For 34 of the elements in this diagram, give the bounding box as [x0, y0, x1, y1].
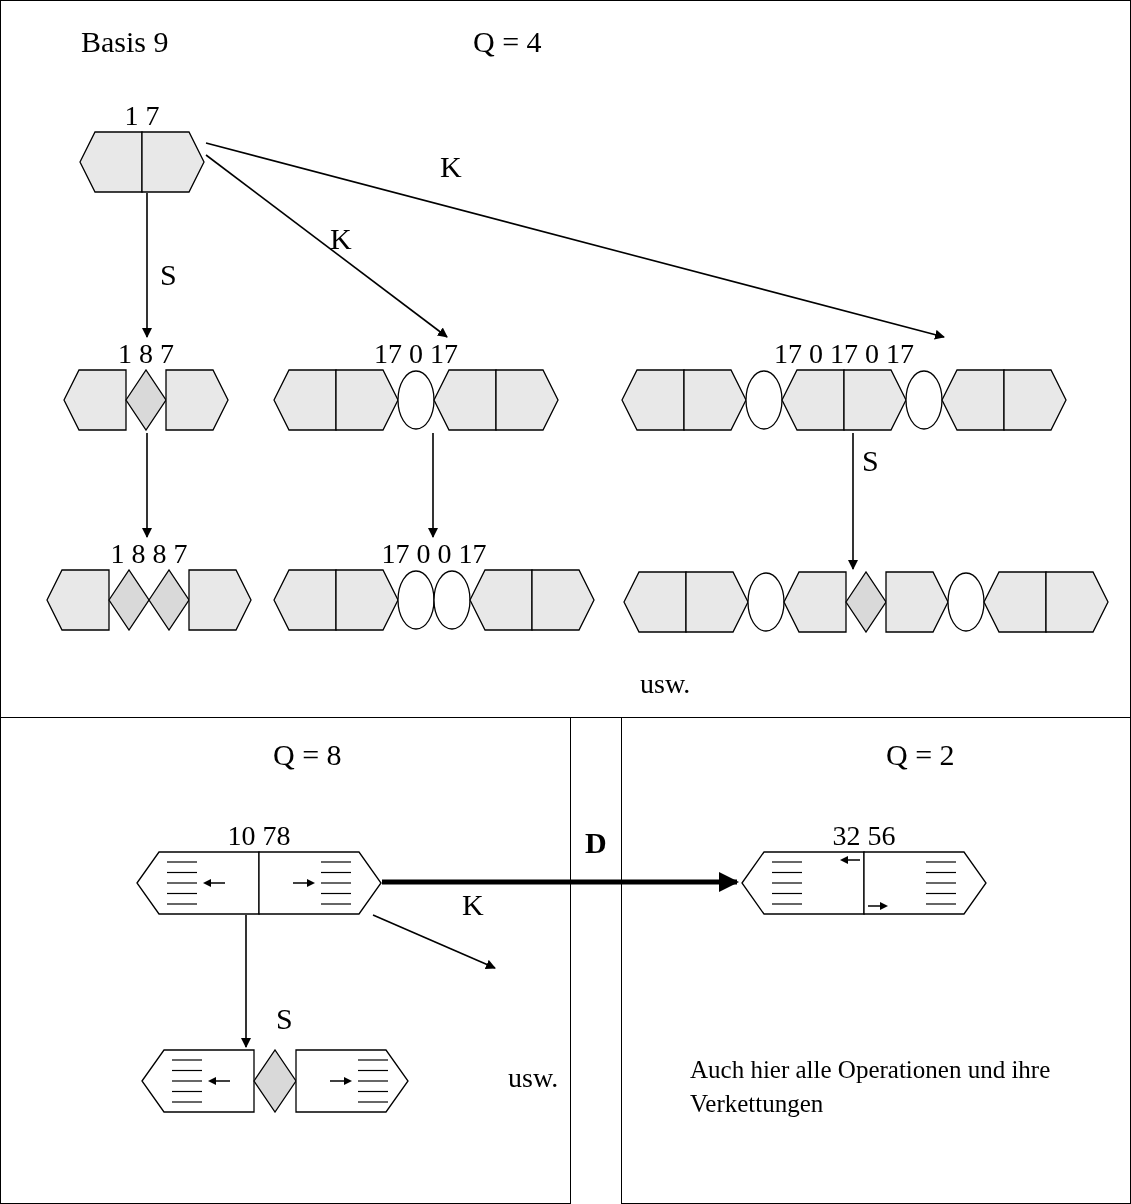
edge-label: S	[862, 444, 879, 478]
panel-heading: Basis 9	[81, 25, 169, 59]
arrow	[848, 432, 858, 570]
arrow	[205, 142, 945, 340]
arrow	[142, 192, 152, 338]
number-label: 10 78	[226, 821, 292, 851]
arrow	[205, 154, 448, 338]
arrow	[142, 432, 152, 538]
number-label: 1 7	[123, 101, 161, 131]
panel-heading: Q = 4	[473, 25, 542, 59]
panel-heading: Q = 2	[886, 738, 955, 772]
number-label: 1 8 8 7	[109, 539, 189, 569]
edge-label: K	[462, 888, 484, 922]
note-text: usw.	[640, 668, 691, 700]
panel	[621, 717, 1131, 1204]
number-label: 17 0 17 0 17	[773, 339, 915, 369]
edge-label: K	[440, 150, 462, 184]
edge-label: K	[330, 222, 352, 256]
note-text: usw.	[508, 1062, 559, 1094]
panel	[0, 0, 1131, 718]
number-label: 17 0 0 17	[380, 539, 488, 569]
arrow	[372, 914, 496, 969]
number-label: 17 0 17	[373, 339, 459, 369]
number-label: 1 8 7	[117, 339, 175, 369]
edge-label: D	[585, 826, 607, 860]
edge-label: S	[276, 1002, 293, 1036]
note-text: Auch hier alle Operationen und ihre Verkettungen	[690, 1055, 1052, 1119]
arrow	[241, 914, 251, 1048]
panel	[0, 717, 571, 1204]
arrow	[428, 432, 438, 538]
arrow	[382, 872, 739, 892]
number-label: 32 56	[831, 821, 897, 851]
edge-label: S	[160, 258, 177, 292]
panel-heading: Q = 8	[273, 738, 342, 772]
